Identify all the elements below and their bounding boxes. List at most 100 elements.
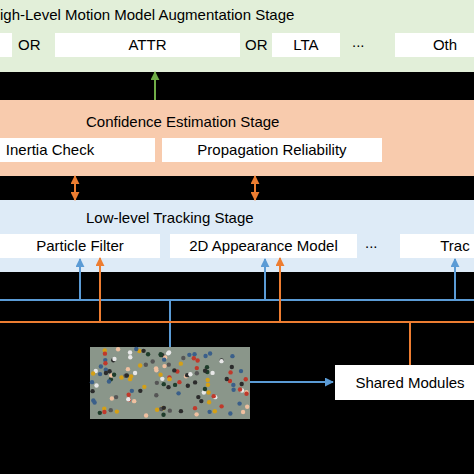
person-dot (239, 369, 243, 373)
person-dot (192, 356, 196, 360)
crowd-photo (90, 347, 250, 419)
person-dot (98, 411, 102, 415)
person-dot (129, 374, 133, 378)
person-dot (206, 383, 210, 387)
flow-arrow (154, 72, 156, 100)
person-dot (162, 406, 166, 410)
person-dot (193, 406, 197, 410)
module-label: LTA (293, 36, 318, 54)
person-dot (161, 406, 165, 410)
person-dot (228, 411, 232, 415)
ellipsis-text: ... (352, 33, 365, 51)
input-arrow (250, 381, 333, 383)
person-dot (207, 410, 211, 414)
input-arrow (264, 259, 266, 300)
person-dot (125, 373, 129, 377)
person-dot (179, 361, 183, 365)
module-label: Propagation Reliability (197, 141, 346, 159)
module-box: Propagation Reliability (162, 138, 382, 162)
person-dot (230, 354, 234, 358)
person-dot (126, 392, 130, 396)
person-dot (102, 407, 106, 411)
person-dot (194, 412, 198, 416)
person-dot (119, 375, 123, 379)
person-dot (160, 353, 164, 357)
person-dot (116, 347, 120, 351)
person-dot (241, 410, 245, 414)
person-dot (245, 404, 249, 408)
person-dot (134, 347, 138, 351)
person-dot (150, 359, 154, 363)
cropped-box (0, 33, 12, 57)
person-dot (244, 392, 248, 396)
person-dot (141, 349, 145, 353)
person-dot (92, 400, 96, 404)
person-dot (98, 372, 102, 376)
person-dot (146, 352, 150, 356)
module-label: 2D Appearance Model (189, 237, 337, 255)
person-dot (219, 358, 223, 362)
person-dot (107, 379, 111, 383)
module-box: Inertia Check (0, 138, 155, 162)
person-dot (184, 374, 188, 378)
person-dot (158, 372, 162, 376)
person-dot (237, 401, 241, 405)
person-dot (91, 371, 95, 375)
person-dot (239, 382, 243, 386)
person-dot (225, 377, 229, 381)
person-dot (188, 372, 192, 376)
person-dot (244, 390, 248, 394)
person-dot (193, 380, 197, 384)
flow-arrow (100, 258, 410, 365)
person-dot (90, 389, 94, 393)
person-dot (90, 380, 94, 384)
person-dot (137, 349, 141, 353)
person-dot (109, 377, 113, 381)
person-dot (133, 371, 137, 375)
person-dot (154, 368, 158, 372)
person-dot (203, 354, 207, 358)
stage-band: igh-Level Motion Model Augmentation Stag… (0, 0, 474, 72)
person-dot (162, 364, 166, 368)
person-dot (109, 408, 113, 412)
crowd-people (90, 347, 250, 418)
person-dot (168, 408, 172, 412)
person-dot (91, 398, 95, 402)
person-dot (114, 395, 118, 399)
person-dot (179, 409, 183, 413)
person-dot (230, 365, 234, 369)
person-dot (126, 367, 130, 371)
module-box: Trac (400, 234, 474, 258)
person-dot (110, 396, 114, 400)
person-dot (238, 387, 242, 391)
person-dot (172, 368, 176, 372)
person-dot (206, 390, 210, 394)
person-dot (210, 371, 214, 375)
person-dot (102, 410, 106, 414)
person-dot (162, 382, 166, 386)
person-dot (154, 393, 158, 397)
person-dot (130, 389, 134, 393)
person-dot (166, 351, 170, 355)
input-arrow (79, 259, 81, 300)
person-dot (127, 397, 131, 401)
person-dot (213, 395, 217, 399)
person-dot (199, 399, 203, 403)
person-dot (195, 371, 199, 375)
person-dot (211, 394, 215, 398)
person-dot (112, 357, 116, 361)
module-label: Trac (440, 237, 469, 255)
person-dot (158, 352, 162, 356)
person-dot (128, 350, 132, 354)
input-arrow (454, 259, 456, 300)
person-dot (167, 350, 171, 354)
operator-text: OR (18, 36, 41, 54)
stage-title: Confidence Estimation Stage (86, 113, 279, 131)
person-dot (112, 372, 116, 376)
person-dot (181, 356, 185, 360)
operator-text: OR (245, 36, 268, 54)
person-dot (167, 377, 171, 381)
module-label: Inertia Check (6, 141, 94, 159)
person-dot (144, 413, 148, 417)
